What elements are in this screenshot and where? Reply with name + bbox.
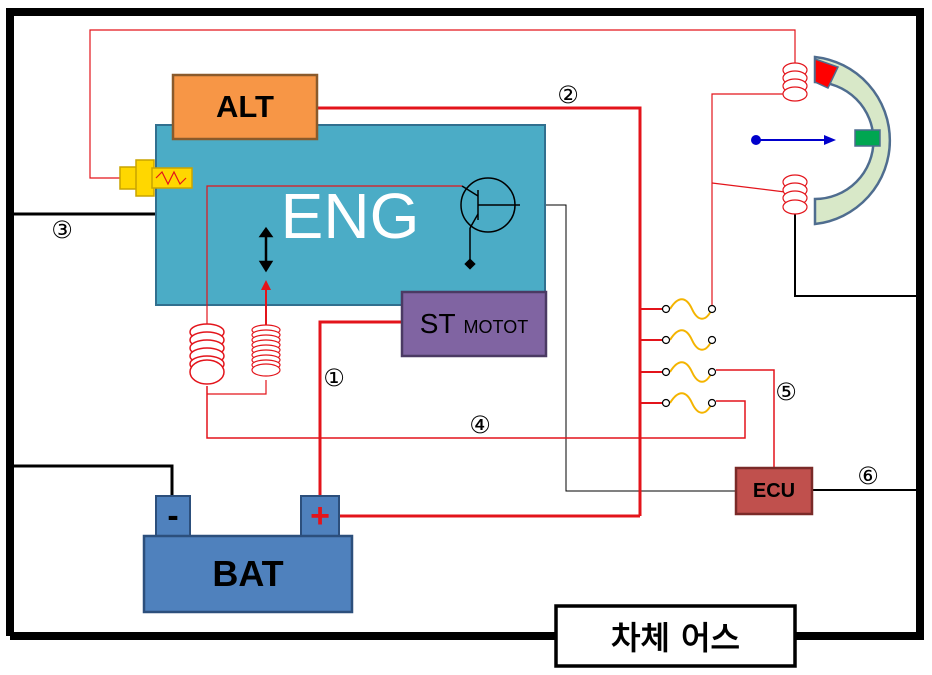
battery-body bbox=[142, 534, 354, 614]
battery-pos-label: + bbox=[310, 496, 330, 535]
wire-2-alt bbox=[316, 106, 642, 516]
fuse-3 bbox=[661, 361, 717, 383]
gauge-green-zone bbox=[854, 129, 881, 147]
engine-block bbox=[155, 124, 546, 306]
fuse-2 bbox=[661, 329, 717, 351]
temperature-sensor-icon bbox=[119, 159, 193, 197]
ground-wire-sensor bbox=[794, 212, 919, 324]
starter-label-main: ST bbox=[419, 308, 456, 339]
sensor-wire-temp bbox=[89, 29, 796, 179]
chassis-frame bbox=[6, 8, 924, 640]
battery-neg-label: - bbox=[167, 496, 179, 535]
gauge-coil-bottom bbox=[782, 174, 808, 215]
starter-label: ST MOTOT bbox=[402, 292, 546, 356]
alternator-label: ALT bbox=[216, 89, 274, 124]
marker-1: ① bbox=[323, 364, 345, 392]
fuse-bus bbox=[640, 308, 665, 404]
chassis-ground-box bbox=[554, 604, 797, 668]
chassis-ground-label: 차체 어스 bbox=[611, 619, 740, 657]
alternator-box bbox=[171, 73, 319, 141]
marker-6: ⑥ bbox=[857, 462, 879, 490]
wire-gauge-supply-2 bbox=[711, 182, 786, 193]
double-arrow-icon bbox=[258, 226, 274, 273]
battery-label: BAT bbox=[212, 553, 284, 594]
temperature-gauge-dial bbox=[813, 55, 892, 226]
wire-gauge-supply bbox=[711, 93, 785, 305]
battery-neg-terminal bbox=[155, 495, 191, 537]
ground-wire-battery bbox=[12, 464, 174, 496]
ecu-box bbox=[734, 466, 814, 516]
marker-4: ④ bbox=[469, 411, 491, 439]
marker-3: ③ bbox=[51, 216, 73, 244]
engine-label: ENG bbox=[280, 180, 420, 252]
signal-wire-ecu bbox=[520, 204, 736, 492]
marker-5: ⑤ bbox=[775, 378, 797, 406]
gauge-coil-top bbox=[782, 62, 808, 102]
ignition-coil-large bbox=[189, 323, 225, 385]
starter-box bbox=[400, 290, 548, 358]
wire-5-ecu bbox=[716, 369, 775, 468]
red-up-arrow-icon bbox=[261, 280, 271, 326]
fuses bbox=[661, 298, 717, 414]
gauge-red-zone bbox=[814, 57, 840, 89]
fuse-1 bbox=[661, 298, 717, 320]
fuse-4 bbox=[661, 392, 717, 414]
wire-4-coil bbox=[206, 386, 746, 439]
wire-1-starter bbox=[318, 320, 402, 496]
starter-label-sub: MOTOT bbox=[463, 316, 529, 337]
transistor-ground-icon bbox=[464, 258, 476, 270]
wire-coil-transistor bbox=[206, 185, 462, 326]
ignition-coil-small bbox=[251, 324, 281, 377]
marker-2: ② bbox=[557, 81, 579, 109]
wire-coil-small bbox=[207, 380, 267, 395]
battery-pos-terminal bbox=[300, 495, 340, 537]
transistor-icon bbox=[460, 177, 520, 264]
ecu-label: ECU bbox=[752, 479, 796, 502]
gauge-needle-icon bbox=[751, 135, 836, 145]
